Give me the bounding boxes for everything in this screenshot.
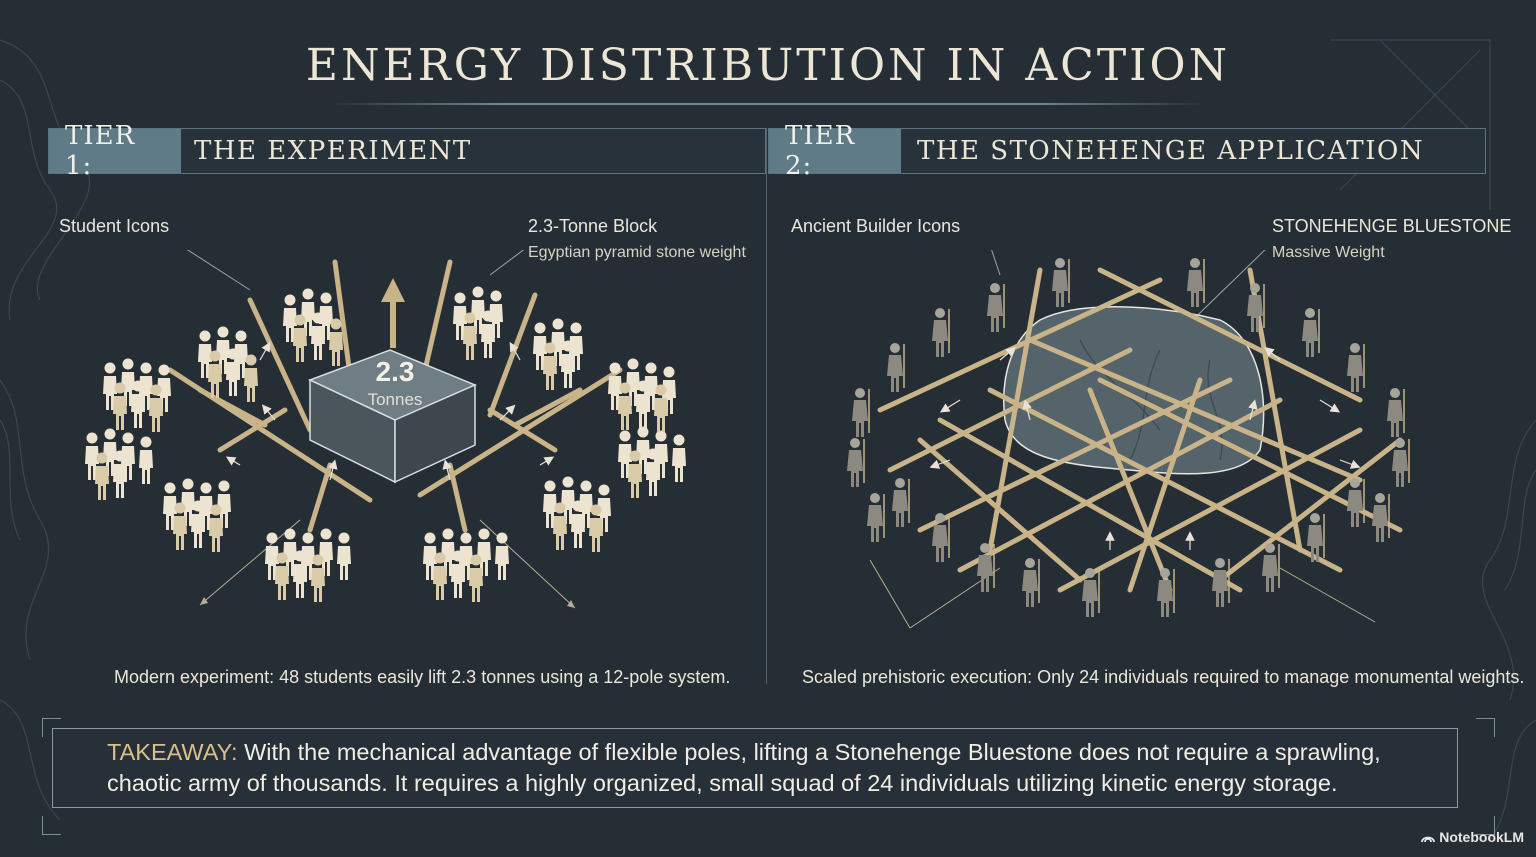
frame-corner-tl xyxy=(42,718,61,737)
tier2-caption: Scaled prehistoric execution: Only 24 in… xyxy=(802,667,1525,687)
experiment-illustration xyxy=(85,250,686,609)
tier1-panel: TIER 1: THE EXPERIMENT xyxy=(48,121,766,684)
notebooklm-icon xyxy=(1421,836,1436,843)
tier1-tag: TIER 1: xyxy=(49,121,181,181)
takeaway-lead: TAKEAWAY: xyxy=(107,739,238,765)
tier1-header: TIER 1: THE EXPERIMENT xyxy=(48,121,766,181)
block-label: 2.3-Tonne Block xyxy=(528,216,658,236)
takeaway-body: With the mechanical advantage of flexibl… xyxy=(107,739,1381,796)
tier2-header: TIER 2: THE STONEHENGE APPLICATION xyxy=(768,121,1486,181)
block-value: 2.3 xyxy=(375,356,415,387)
block-sublabel: Egyptian pyramid stone weight xyxy=(528,244,746,261)
tier2-title: THE STONEHENGE APPLICATION xyxy=(917,136,1425,166)
page-title: ENERGY DISTRIBUTION IN ACTION xyxy=(305,40,1231,91)
frame-corner-tr xyxy=(1476,718,1495,737)
brand-badge: NotebookLM xyxy=(1421,829,1524,845)
title-rule xyxy=(330,103,1206,105)
block-unit: Tonnes xyxy=(367,390,423,409)
takeaway-box: TAKEAWAY: With the mechanical advantage … xyxy=(52,728,1458,808)
tier2-tag: TIER 2: xyxy=(769,121,901,181)
panel-divider xyxy=(766,128,767,684)
brand-name: NotebookLM xyxy=(1439,829,1524,845)
takeaway-text: TAKEAWAY: With the mechanical advantage … xyxy=(107,737,1457,799)
frame-corner-br xyxy=(1476,816,1495,835)
tier1-caption: Modern experiment: 48 students easily li… xyxy=(114,667,731,687)
tier1-title: THE EXPERIMENT xyxy=(194,136,472,166)
student-icons-label: Student Icons xyxy=(59,216,170,236)
frame-corner-bl xyxy=(42,816,61,835)
builder-icons-label: Ancient Builder Icons xyxy=(791,216,961,236)
bluestone-label: STONEHENGE BLUESTONE xyxy=(1272,216,1512,236)
stonehenge-illustration xyxy=(846,250,1410,629)
bluestone-sublabel: Massive Weight xyxy=(1272,244,1385,261)
tier2-panel: TIER 2: THE STONEHENGE APPLICATION xyxy=(768,121,1486,684)
